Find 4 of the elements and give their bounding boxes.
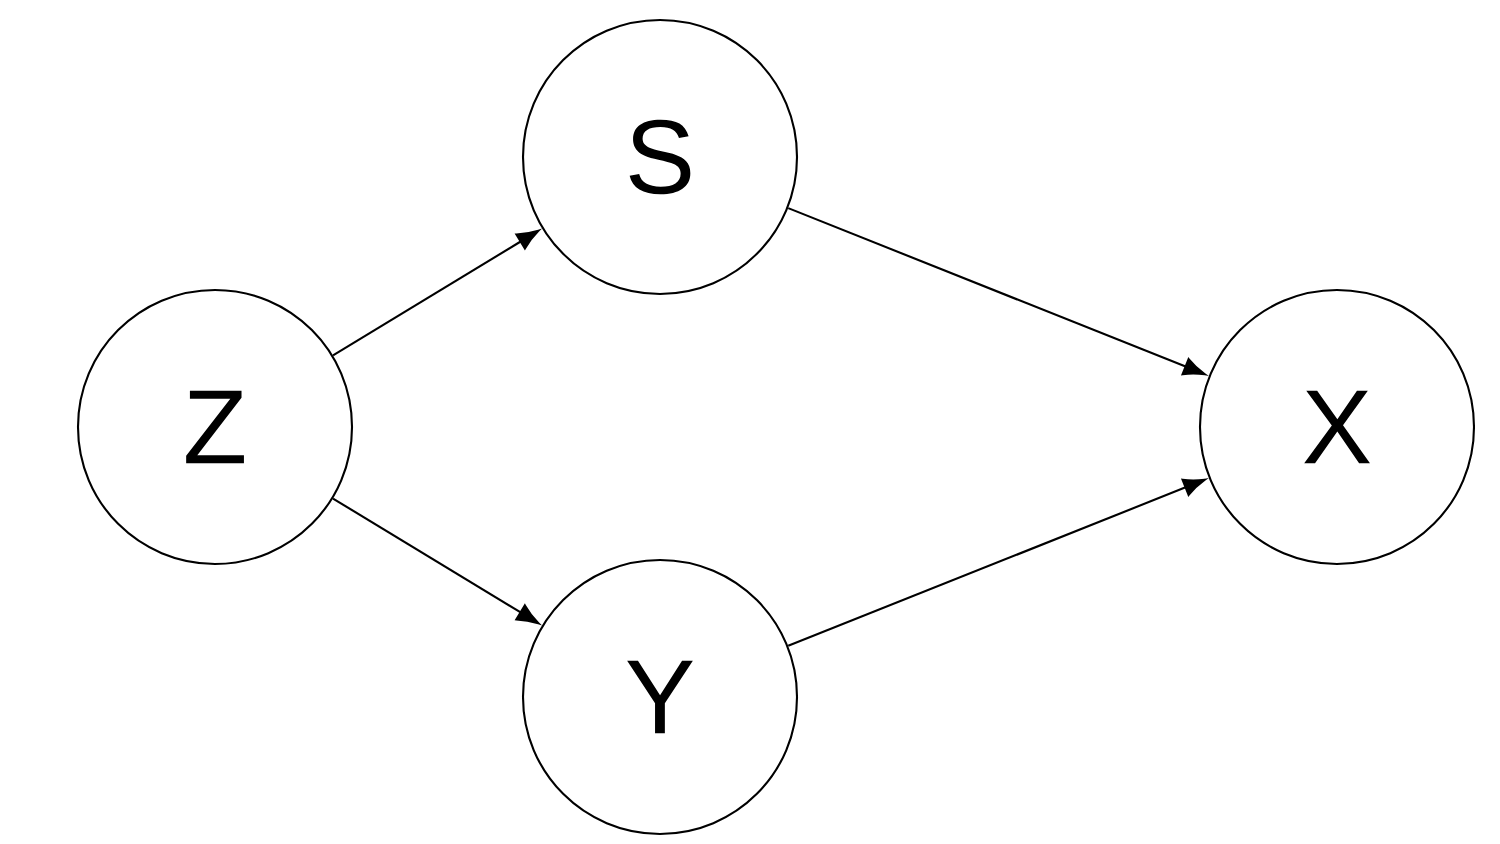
arrow	[332, 229, 540, 357]
arrow	[787, 478, 1206, 647]
arrow	[787, 207, 1206, 376]
arrow	[332, 497, 540, 625]
